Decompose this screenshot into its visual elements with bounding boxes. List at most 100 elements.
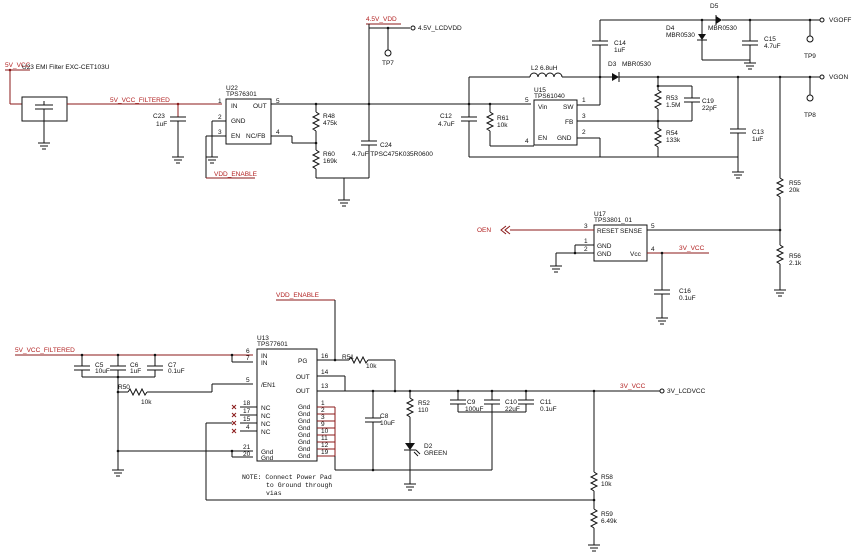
u15-num-3: 3 <box>582 113 586 120</box>
u13-input-section: 5V_VCC_FILTERED C5 10uF C6 1uF C7 0.1uF <box>15 347 253 477</box>
u13-pin-out-1: OUT <box>296 374 310 381</box>
r55-val: 20k <box>789 187 800 194</box>
vgon-feedback: R53 1.5M R54 133k C19 22pF C13 1uF <box>600 77 764 179</box>
net-label-3v-lcdvcc: 3V_LCDVCC <box>667 388 706 395</box>
u15-num-2: 2 <box>582 129 586 136</box>
u13-pin-en1: /EN1 <box>261 382 276 389</box>
u13-pin-gnd-r1: Gnd <box>298 404 311 411</box>
net-label-5v-vcc: 5V_VCC <box>5 62 31 69</box>
u15-pin-fb: FB <box>565 119 573 126</box>
u17-num-5: 5 <box>651 223 655 230</box>
u13-output-section: VDD_ENABLE R51 10k 3V_VCC 3V_LCDVCC C8 1… <box>205 292 706 552</box>
u13-num-19: 19 <box>321 449 329 456</box>
u15-part: TPS61040 <box>534 93 565 100</box>
net-label-5v-vcc-filtered-2: 5V_VCC_FILTERED <box>15 347 75 354</box>
input-section: 5V_VCC U23 EMI Filter EXC-CET103U 5V_VCC… <box>5 62 222 150</box>
net-label-vgon: VGON <box>829 74 848 81</box>
c5-ref: C5 <box>95 362 104 369</box>
r51-val: 10k <box>366 363 377 370</box>
u22-ref: U22 <box>226 85 238 92</box>
d3-val: MBR0530 <box>622 61 651 68</box>
u22-num-3: 3 <box>218 129 222 136</box>
u15-num-5: 5 <box>525 97 529 104</box>
c13-ref: C13 <box>752 129 764 136</box>
net-label-oen: OEN <box>477 227 491 234</box>
c15-val: 4.7uF <box>764 43 781 50</box>
r54-val: 133k <box>666 137 681 144</box>
u22-num-2: 2 <box>218 114 222 121</box>
u17-pin-vcc: Vcc <box>630 251 642 258</box>
d2-val: GREEN <box>424 450 447 457</box>
c6-ref: C6 <box>130 362 139 369</box>
u15-num-4: 4 <box>525 138 529 145</box>
r59-val: 6.49k <box>601 518 618 525</box>
u13-num-2: 2 <box>321 407 325 414</box>
c15-ref: C15 <box>764 36 776 43</box>
net-label-5v-vcc-filtered: 5V_VCC_FILTERED <box>110 97 170 104</box>
u22-num-1: 1 <box>218 98 222 105</box>
c12-val: 4.7uF <box>438 121 455 128</box>
u13-num-11: 11 <box>321 435 328 442</box>
u17-ref: U17 <box>594 211 606 218</box>
c9-ref: C9 <box>467 399 476 406</box>
note-line-3: vias <box>266 490 282 497</box>
u15-pin-vin: Vin <box>538 104 548 111</box>
u17-pin-gnd1: GND <box>597 243 612 250</box>
c9-val: 100uF <box>465 406 483 413</box>
r53-ref: R53 <box>666 95 678 102</box>
u15-pin-en: EN <box>538 135 547 142</box>
c23: C23 1uF <box>153 104 186 164</box>
r52-ref: R52 <box>418 400 430 407</box>
u13-num-9: 9 <box>321 421 325 428</box>
r56-ref: R56 <box>789 253 801 260</box>
r48-val: 475k <box>323 120 338 127</box>
u22-num-4: 4 <box>276 129 280 136</box>
c13-val: 1uF <box>752 136 763 143</box>
r52-val: 110 <box>418 407 429 414</box>
u22-num-5: 5 <box>276 98 280 105</box>
u15-num-1: 1 <box>582 97 586 104</box>
u13-pin-nc-2: NC <box>261 413 271 420</box>
u13-num-6: 6 <box>246 348 250 355</box>
tp7-ref: TP7 <box>382 60 394 67</box>
c7-val: 0.1uF <box>168 368 185 375</box>
u23-label: U23 EMI Filter EXC-CET103U <box>22 64 110 71</box>
r61-val: 10k <box>497 122 508 129</box>
c6-val: 1uF <box>130 368 141 375</box>
u13-pin-nc-3: NC <box>261 421 271 428</box>
c23-ref: C23 <box>153 113 165 120</box>
u15-pin-gnd: GND <box>557 135 572 142</box>
c14-val: 1uF <box>614 47 625 54</box>
u17-num-2: 2 <box>584 246 588 253</box>
c11-ref: C11 <box>540 399 552 406</box>
note-line-2: to Ground through <box>266 482 332 489</box>
c8-ref: C8 <box>380 413 389 420</box>
nc-markers <box>231 404 237 434</box>
c16-ref: C16 <box>679 288 691 295</box>
r48-r60-divider: R48 475k R60 169k <box>311 102 369 207</box>
r54-ref: R54 <box>666 130 678 137</box>
u13-num-3: 3 <box>321 414 325 421</box>
net-label-3v-vcc-a: 3V_VCC <box>679 245 705 252</box>
c12-r61: C12 4.7uF R61 10k <box>438 102 600 158</box>
u17-pin-gnd2: GND <box>597 251 612 258</box>
net-label-vdd-enable-2: VDD_ENABLE <box>276 292 320 299</box>
u13-num-20: 20 <box>243 451 251 458</box>
u13-num-5: 5 <box>246 377 250 384</box>
r50-val: 10k <box>141 399 152 406</box>
u13-num-14: 14 <box>321 369 329 376</box>
u13-pin-out-2: OUT <box>296 388 310 395</box>
u17-part: TPS3801_01 <box>594 217 632 224</box>
u13-num-1: 1 <box>321 400 325 407</box>
vdd-rail: 4.5V_VDD TP7 4.5V_LCDVDD C24 4.7uF TPSC4… <box>352 16 462 178</box>
u13-ref: U13 <box>257 335 269 342</box>
u17-pin-reset: RESET <box>597 228 619 235</box>
tp8-ref: TP8 <box>804 112 816 119</box>
u22-pin-en: EN <box>231 133 240 140</box>
r55-r56-divider: R55 20k R56 2.1k <box>774 77 802 297</box>
vgoff-charge-pump: C14 1uF D5 D4 MBR0530 MBR0530 C15 4.7uF … <box>592 3 851 77</box>
c23-val: 1uF <box>156 121 167 128</box>
r61-ref: R61 <box>497 115 509 122</box>
u13-pin-gnd-r7: Gnd <box>298 446 311 453</box>
